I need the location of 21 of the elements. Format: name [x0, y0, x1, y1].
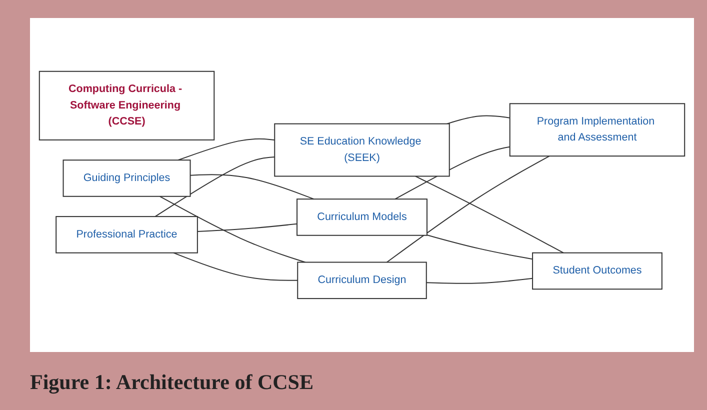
node-box: Guiding Principles: [62, 160, 191, 197]
connector: [160, 196, 306, 263]
connector: [154, 156, 275, 217]
connector: [173, 252, 298, 281]
connector: [197, 223, 298, 232]
node-box: Professional Practice: [56, 216, 198, 254]
node-box: Program Implementation and Assessment: [509, 103, 686, 157]
node-box: Curriculum Design: [297, 262, 427, 300]
connector: [386, 156, 550, 263]
connector: [426, 278, 533, 284]
node-box: Student Outcomes: [532, 252, 662, 290]
figure-caption: Figure 1: Architecture of CCSE: [30, 370, 314, 395]
connector: [446, 115, 510, 124]
node-box: Computing Curricula - Software Engineering (CCSE): [38, 70, 215, 140]
node-box: SE Education Knowledge (SEEK): [274, 123, 450, 177]
connector: [415, 176, 564, 254]
node-box: Curriculum Models: [296, 198, 428, 236]
connector: [190, 174, 314, 200]
connector: [394, 146, 510, 200]
connector: [426, 234, 533, 260]
connector: [178, 138, 275, 161]
